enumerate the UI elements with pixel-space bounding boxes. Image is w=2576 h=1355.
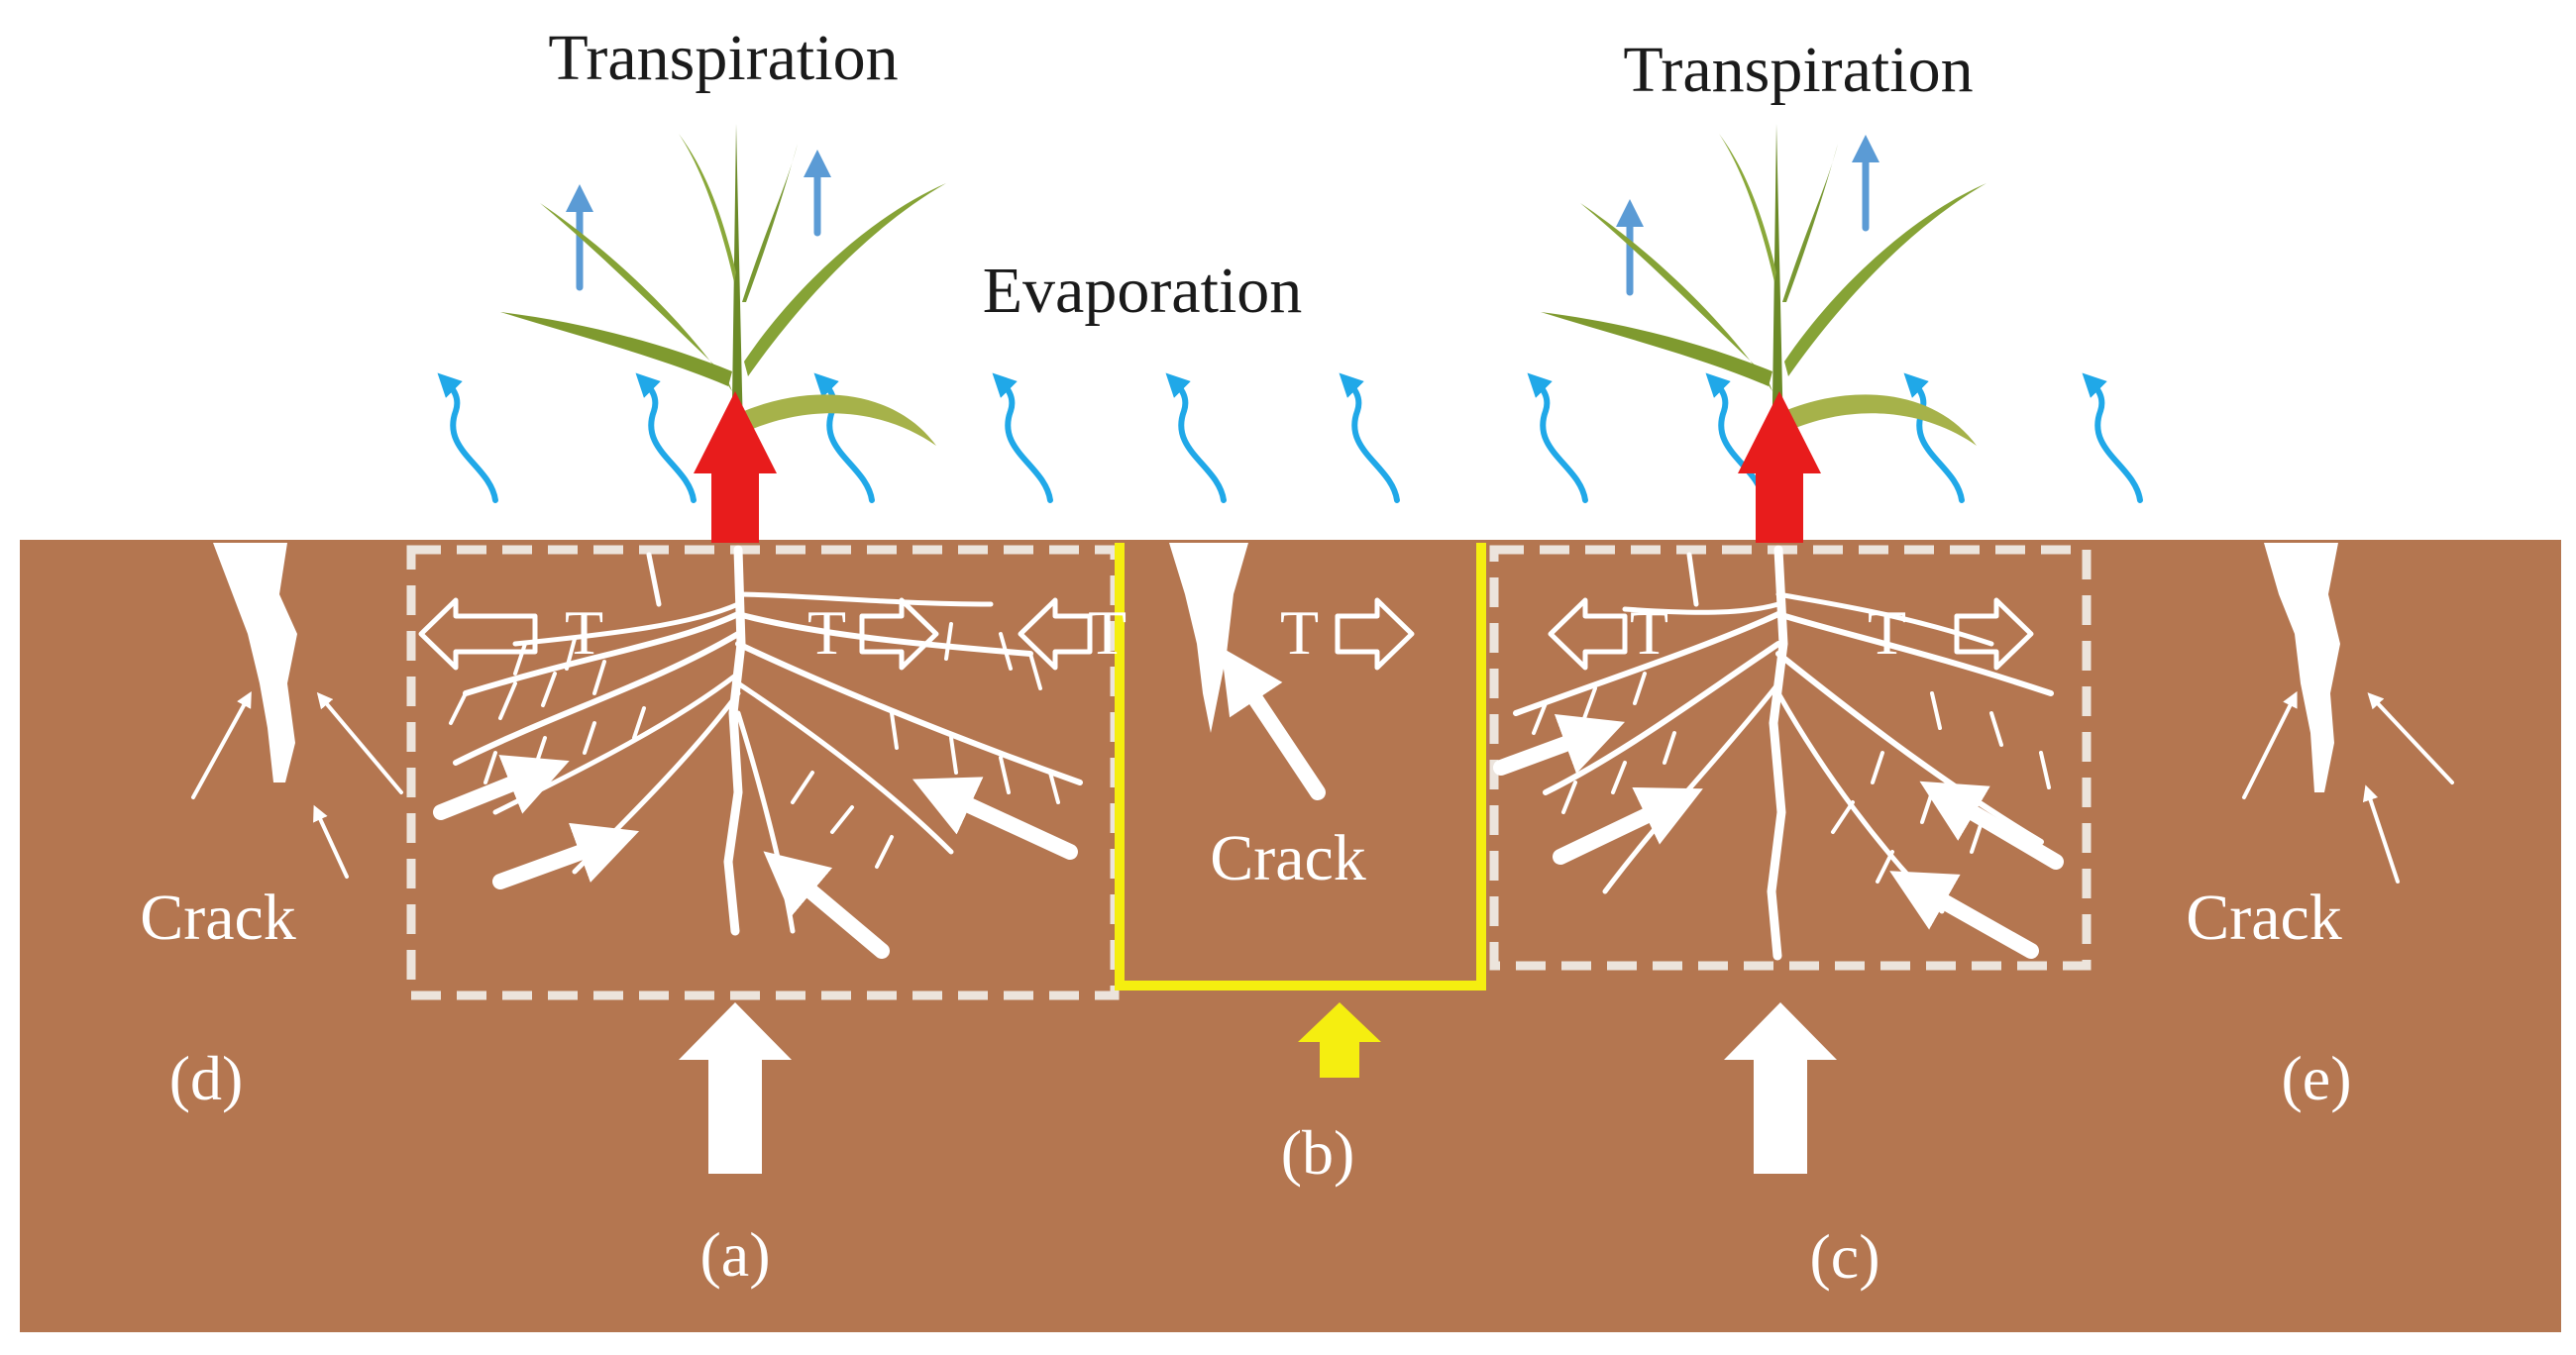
t-label-c-right: T [1868,597,1906,668]
root-zone-box-c [1489,545,2092,971]
lateral-arrow-b-left [1018,597,1093,671]
t-label-b-right: T [1280,597,1319,668]
crack-label-d: Crack [140,882,296,954]
evaporation-arrows [437,372,2143,503]
panel-label-e: (e) [2281,1043,2351,1113]
lateral-flow-arrows [418,597,2034,671]
transpiration-label-right: Transpiration [1623,34,1973,106]
evaporation-label: Evaporation [983,255,1303,327]
soil-water-flow-arrows [433,647,2064,959]
panel-label-d: (d) [169,1043,244,1113]
t-label-a-right: T [807,597,846,668]
transpiration-flux-arrows [566,135,1879,296]
evaporation-arrow [992,372,1053,503]
crack-e [2264,543,2340,792]
t-label-b-left: T [1088,597,1127,668]
lateral-arrow-a-left [418,597,538,671]
evaporation-arrow [2082,372,2143,503]
crack-label-e: Crack [2186,882,2342,954]
crack-inflow-arrows [191,690,2454,884]
evaporation-arrow [1165,372,1227,503]
panel-label-b: (b) [1281,1117,1355,1188]
evaporation-arrow [437,372,498,503]
soil-block [20,540,2561,1332]
crack-zone-box-b [1115,543,1486,990]
lateral-arrow-b-right [1335,597,1415,671]
capillary-arrow-c [1724,1002,1837,1174]
t-label-c-left: T [1630,597,1668,668]
lateral-arrow-c-left [1548,597,1628,671]
evaporation-arrow [635,372,697,503]
transpiration-label-left: Transpiration [548,22,898,94]
capillary-arrow-b [1298,1002,1381,1078]
evaporation-arrow [1705,372,1767,503]
t-label-a-left: T [565,597,603,668]
capillary-arrow-a [679,1002,792,1174]
panel-label-a: (a) [699,1219,770,1290]
crack-d [213,543,297,782]
transpiration-arrow-c [1738,391,1821,543]
lateral-arrow-a-right [859,597,939,671]
crack-label-b: Crack [1210,822,1366,894]
panel-label-c: (c) [1809,1221,1879,1292]
crack-b [1169,543,1248,733]
lateral-arrow-c-right [1954,597,2034,671]
evaporation-arrow [1527,372,1588,503]
transpiration-arrow-a [694,391,777,543]
evaporation-arrow [813,372,875,503]
evaporation-arrow [1339,372,1400,503]
evaporation-arrow [1903,372,1965,503]
